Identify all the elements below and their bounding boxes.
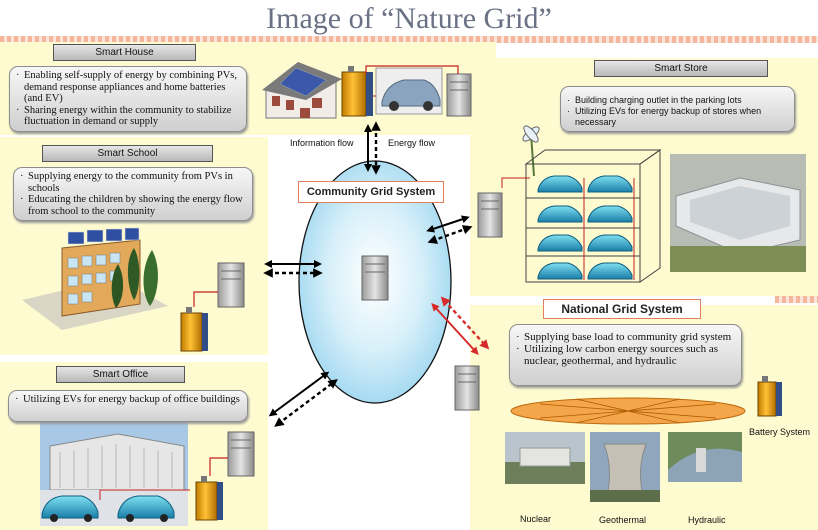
nuclear-photo [505,432,585,484]
smart-school-header: Smart School [42,145,213,162]
national-grid-title: National Grid System [543,299,701,319]
information-flow-label: Information flow [290,138,354,148]
office-battery-icon [195,476,223,521]
smart-school-bullet-1: Supplying energy to the community from P… [28,171,233,194]
hydraulic-photo [668,432,742,482]
national-grid-bullet-2: Utilizing low carbon energy sources such… [524,343,719,367]
geothermal-label: Geothermal [599,515,647,525]
house-ev-icon [375,67,443,115]
parking-structure-icon [524,149,662,283]
house-illustration [262,62,342,119]
school-battery-icon [180,307,208,352]
office-ev-icon-1 [41,495,99,522]
house-battery-icon [341,66,373,117]
smart-office-bullet-1: Utilizing EVs for energy backup of offic… [23,394,240,405]
energy-flow-label: Energy flow [388,138,436,148]
national-server-icon [454,365,480,411]
school-server-icon [217,262,245,308]
smart-office-header: Smart Office [56,366,185,383]
page-title: Image of “Nature Grid” [266,2,552,35]
store-server-icon [477,192,503,238]
wind-turbine-icon [522,125,540,177]
community-server-icon [361,255,389,301]
office-ev-icon-2 [117,495,175,522]
smart-store-bullets: ·Building charging outlet in the parking… [560,86,795,132]
right-stripe [775,296,818,303]
store-ev-grid [537,175,633,280]
top-stripe [0,36,818,43]
community-grid-label: Community Grid System [298,181,444,203]
smart-store-bullet-1: Building charging outlet in the parking … [575,95,742,105]
geothermal-photo [590,432,660,502]
office-server-icon [227,431,255,477]
smart-house-bullet-1: Enabling self-supply of energy by combin… [24,70,237,104]
smart-school-bullet-2: Educating the children by showing the en… [28,194,243,217]
smart-house-bullets: ·Enabling self-supply of energy by combi… [9,66,247,132]
smart-store-header: Smart Store [594,60,768,77]
school-illustration [22,227,168,330]
national-grid-bullet-1: Supplying base load to community grid sy… [524,331,732,343]
store-photo [670,154,806,272]
nuclear-label: Nuclear [520,514,552,524]
national-grid-bullets: ·Supplying base load to community grid s… [509,324,742,386]
smart-house-header: Smart House [53,44,196,61]
house-server-icon [446,73,472,117]
smart-store-bullet-2: Utilizing EVs for energy backup of store… [575,106,762,127]
national-battery-icon [757,376,782,417]
smart-office-bullets: ·Utilizing EVs for energy backup of offi… [8,390,248,422]
hydraulic-label: Hydraulic [688,515,726,525]
battery-system-label: Battery System [749,427,811,437]
smart-house-bullet-2: Sharing energy within the community to s… [24,104,232,128]
smart-school-bullets: ·Supplying energy to the community from … [13,167,253,221]
